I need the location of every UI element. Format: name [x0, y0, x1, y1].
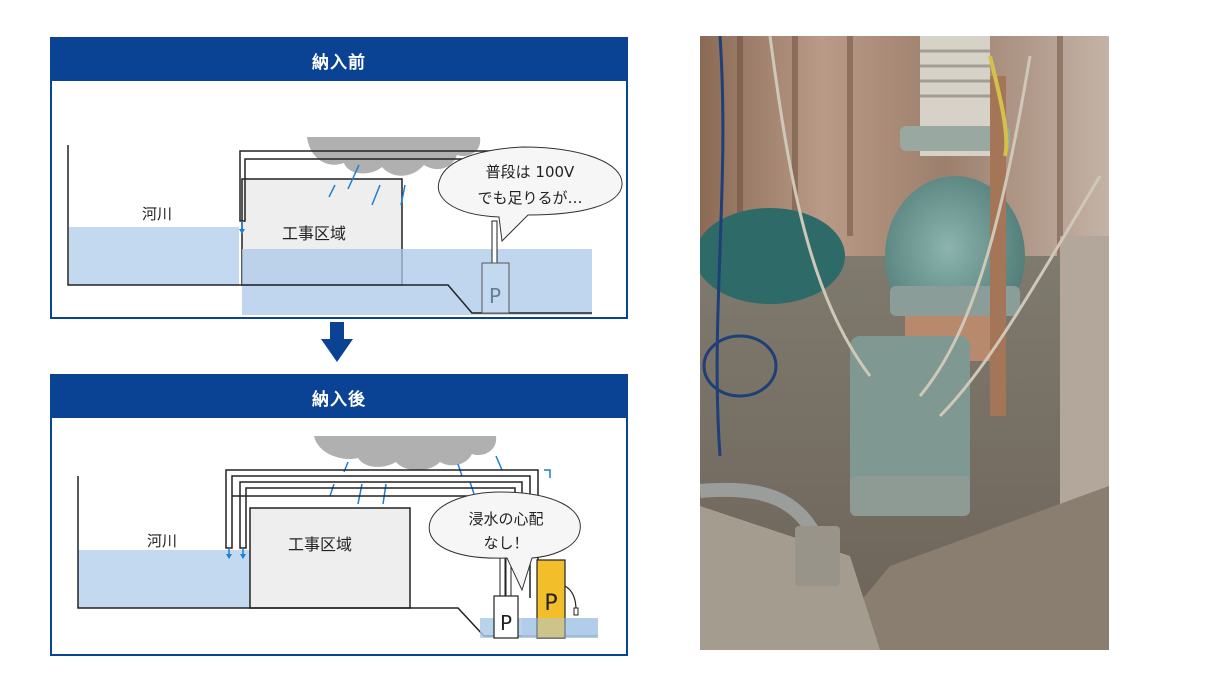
- bubble-text-line1: 浸水の心配: [468, 510, 543, 528]
- svg-text:P: P: [500, 611, 512, 635]
- down-arrow-icon: [321, 322, 353, 362]
- svg-text:P: P: [489, 284, 501, 308]
- river-water: [78, 550, 250, 608]
- construction-site-block: [249, 507, 411, 609]
- river-water: [69, 227, 239, 285]
- bubble-text-line1: 普段は 100V: [486, 163, 575, 181]
- site-label: 工事区域: [288, 535, 352, 554]
- site-label: 工事区域: [282, 224, 346, 243]
- speech-bubble: [437, 146, 623, 243]
- flood-water: [242, 249, 592, 315]
- ground-line: [67, 145, 592, 314]
- before-diagram: P 普段は 100V でも足りるが… 河川 工事区域: [67, 137, 623, 315]
- pump-installation-photo: [700, 36, 1109, 650]
- bubble-text-line2: なし！: [483, 534, 528, 552]
- discharge-arrow-icon: [226, 469, 551, 559]
- before-delivery-panel: 納入前 P 普段は 100V でも足りるが…: [50, 37, 628, 319]
- speech-bubble: [428, 491, 581, 592]
- power-cable: [564, 585, 577, 611]
- pump-small: [493, 595, 519, 639]
- rain-cloud-icon: [307, 137, 481, 176]
- plug-icon: [573, 607, 579, 616]
- after-diagram: P P 浸水の心配 なし！ 河川 工事区域: [77, 436, 598, 639]
- svg-text:P: P: [544, 591, 557, 616]
- tarp: [700, 208, 845, 304]
- river-label: 河川: [147, 532, 177, 550]
- pump-100v: [481, 262, 510, 314]
- rain-cloud-icon: [314, 436, 497, 471]
- before-panel-title: 納入前: [52, 39, 626, 81]
- after-panel-title: 納入後: [52, 376, 626, 418]
- after-delivery-panel: 納入後: [50, 374, 628, 656]
- bubble-text-line2: でも足りるが…: [477, 189, 582, 207]
- river-label: 河川: [142, 205, 172, 223]
